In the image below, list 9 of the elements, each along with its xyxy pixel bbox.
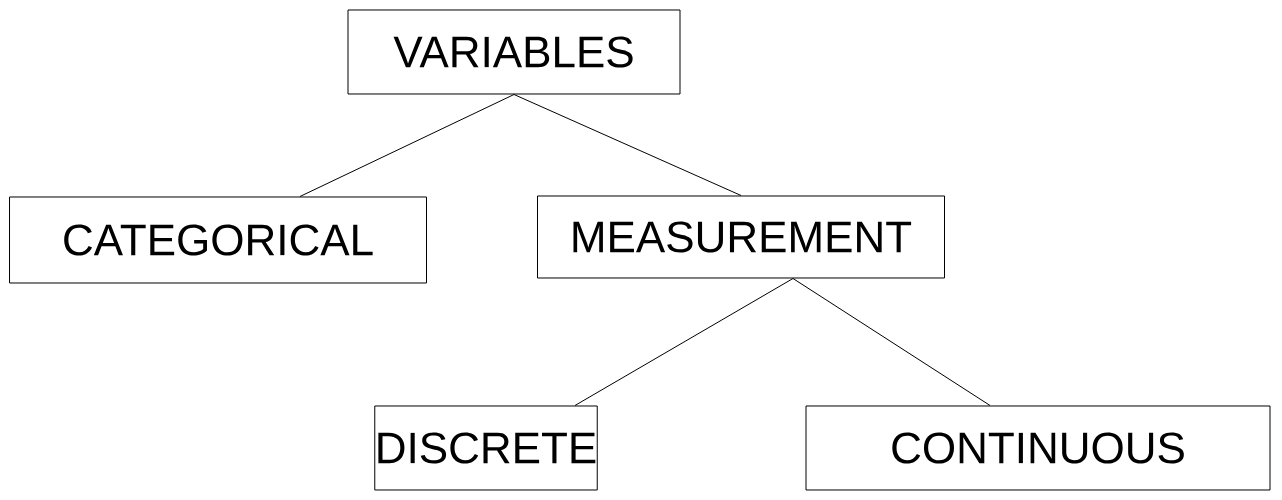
connector-line [513, 94, 742, 196]
connector-line [299, 94, 515, 197]
category-box: CONTINUOUS [805, 405, 1271, 491]
category-box: VARIABLES [347, 9, 681, 95]
connector-line [574, 278, 794, 406]
category-box: DISCRETE [374, 405, 598, 491]
connector-line [792, 278, 991, 406]
category-box: CATEGORICAL [9, 196, 427, 284]
category-box: MEASUREMENT [537, 195, 945, 279]
